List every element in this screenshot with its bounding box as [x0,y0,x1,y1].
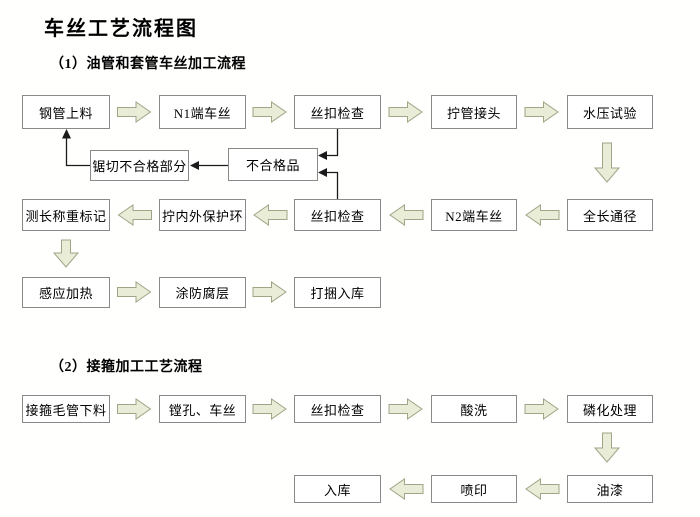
node-n2-end-threading: N2端车丝 [431,199,517,231]
node-warehousing: 入库 [294,475,381,503]
node-phosphating: 磷化处理 [567,395,653,423]
connector-inspection1-to-defective [318,129,339,160]
node-pickling: 酸洗 [431,395,517,423]
node-defective-product: 不合格品 [228,148,318,181]
flow-arrow-left-icon [253,204,288,226]
node-protector-ring-fitting: 拧内外保护环 [159,199,246,231]
flow-arrow-left-icon [389,478,424,500]
node-pipe-coupling-tightening: 拧管接头 [431,95,517,129]
flow-arrow-left-icon [525,478,560,500]
node-thread-inspection-1: 丝扣检查 [294,95,381,129]
flow-arrow-right-icon [388,101,423,123]
flow-arrow-down-icon [593,142,621,183]
node-n1-end-threading: N1端车丝 [159,95,246,129]
flow-arrow-right-icon [524,101,559,123]
flow-arrow-right-icon [252,281,287,303]
node-anticorrosive-coating: 涂防腐层 [159,277,246,308]
node-induction-heating: 感应加热 [22,277,110,308]
node-thread-inspection-3: 丝扣检查 [294,395,381,423]
node-saw-cut-defective: 锯切不合格部分 [90,150,189,181]
node-bundling-storage: 打捆入库 [294,277,381,308]
flow-arrow-left-icon [389,204,424,226]
flow-arrow-right-icon [388,398,423,420]
section-1-heading: （1）油管和套管车丝加工流程 [50,57,246,72]
node-length-weight-marking: 测长称重标记 [22,199,110,231]
flow-arrow-left-icon [525,204,560,226]
connector-sawcut-to-loading [62,129,90,167]
connector-defective-to-sawcut [190,161,228,170]
flow-arrow-right-icon [117,281,151,303]
flow-arrow-right-icon [252,101,287,123]
flow-arrow-left-icon [118,204,152,226]
flow-arrow-right-icon [117,101,151,123]
node-steel-pipe-loading: 钢管上料 [22,95,110,129]
flow-arrow-down-icon [593,432,621,463]
connector-inspection2-to-defective [318,168,339,199]
page-title: 车丝工艺流程图 [44,18,198,40]
flow-arrow-right-icon [252,398,287,420]
node-full-length-drift: 全长通径 [567,199,653,231]
node-boring-threading: 镗孔、车丝 [159,395,246,423]
node-stencil-printing: 喷印 [431,475,517,503]
section-2-heading: （2）接箍加工工艺流程 [50,360,203,375]
node-coupling-blank-cutting: 接箍毛管下料 [22,395,110,423]
node-painting: 油漆 [567,475,653,503]
flow-arrow-right-icon [524,398,559,420]
flow-arrow-right-icon [117,398,151,420]
node-thread-inspection-2: 丝扣检查 [294,199,381,231]
flow-arrow-down-icon [52,239,80,268]
node-hydrostatic-test: 水压试验 [567,95,653,129]
